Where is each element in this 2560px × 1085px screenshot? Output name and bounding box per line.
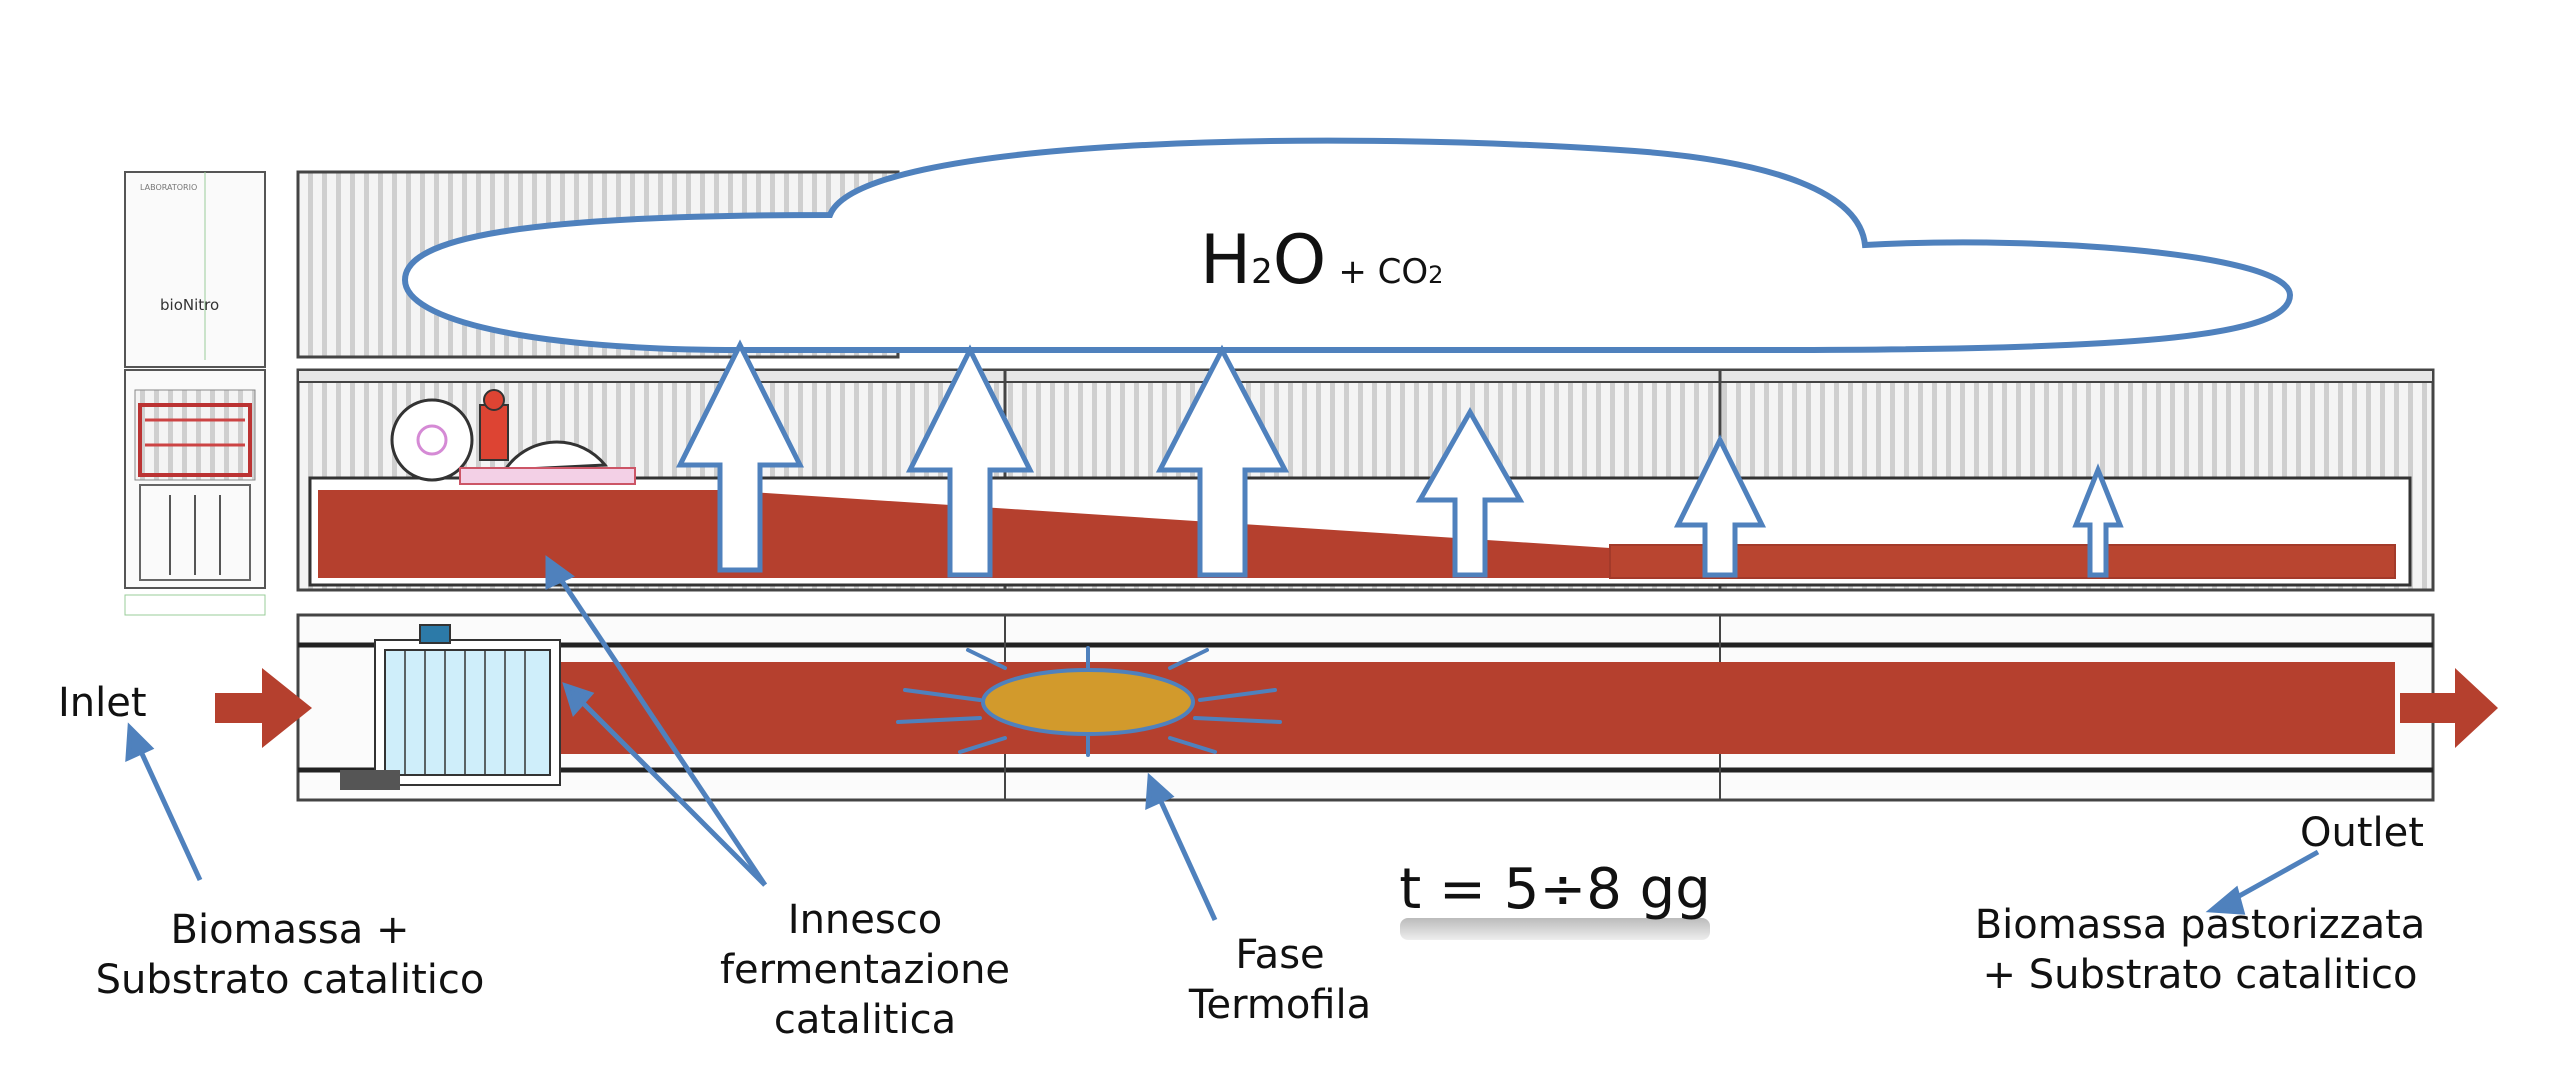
cloud-sub2b: 2 bbox=[1428, 261, 1443, 289]
grinder-machine bbox=[390, 389, 636, 485]
outlet-label: Outlet bbox=[2300, 810, 2424, 856]
cloud-sub2: 2 bbox=[1251, 252, 1273, 292]
outlet-arrow bbox=[2400, 668, 2498, 748]
up-arrow-6 bbox=[2072, 463, 2124, 578]
cloud-plus-co: + CO bbox=[1338, 252, 1428, 292]
inlet-label: Inlet bbox=[58, 680, 147, 726]
up-arrow-5 bbox=[1673, 434, 1767, 578]
inlet-arrow bbox=[215, 668, 312, 748]
svg-text:H2O+ CO2: H2O+ CO2 bbox=[1200, 221, 1443, 300]
vapor-cloud: H2O+ CO2 bbox=[401, 137, 2294, 353]
fase-termofila-label: Fase Termofila bbox=[1188, 932, 1372, 1028]
pointer-innesco-b bbox=[578, 698, 767, 887]
biomass-layer-bottom bbox=[540, 662, 2395, 754]
pointer-outlet bbox=[2230, 849, 2320, 903]
time-underline bbox=[1400, 918, 1710, 940]
reactor-tank bbox=[340, 624, 561, 790]
machine-label: bioNitro bbox=[160, 296, 219, 314]
left-machine-unit: LABORATORIO bioNitro bbox=[124, 171, 266, 616]
pointer-biomassa bbox=[135, 743, 203, 882]
cloud-h: H bbox=[1200, 221, 1251, 300]
cloud-o: O bbox=[1273, 221, 1327, 300]
biomass-layer-middle bbox=[318, 490, 2396, 579]
up-arrow-3 bbox=[1155, 344, 1290, 578]
time-label: t = 5÷8 gg bbox=[1399, 857, 1711, 922]
up-arrow-2 bbox=[905, 344, 1035, 578]
sun-icon bbox=[896, 646, 1282, 757]
biomassa-label: Biomassa + Substrato catalitico bbox=[95, 907, 485, 1003]
pointer-fase bbox=[1155, 793, 1218, 922]
innesco-label: Innesco fermentazione catalitica bbox=[719, 897, 1011, 1043]
pointer-innesco-a bbox=[557, 576, 768, 887]
svg-text:LABORATORIO: LABORATORIO bbox=[140, 183, 197, 192]
up-arrow-4 bbox=[1415, 406, 1525, 578]
biomassa-pastorizzata-label: Biomassa pastorizzata + Substrato catali… bbox=[1974, 902, 2426, 998]
up-arrow-1 bbox=[675, 339, 805, 573]
